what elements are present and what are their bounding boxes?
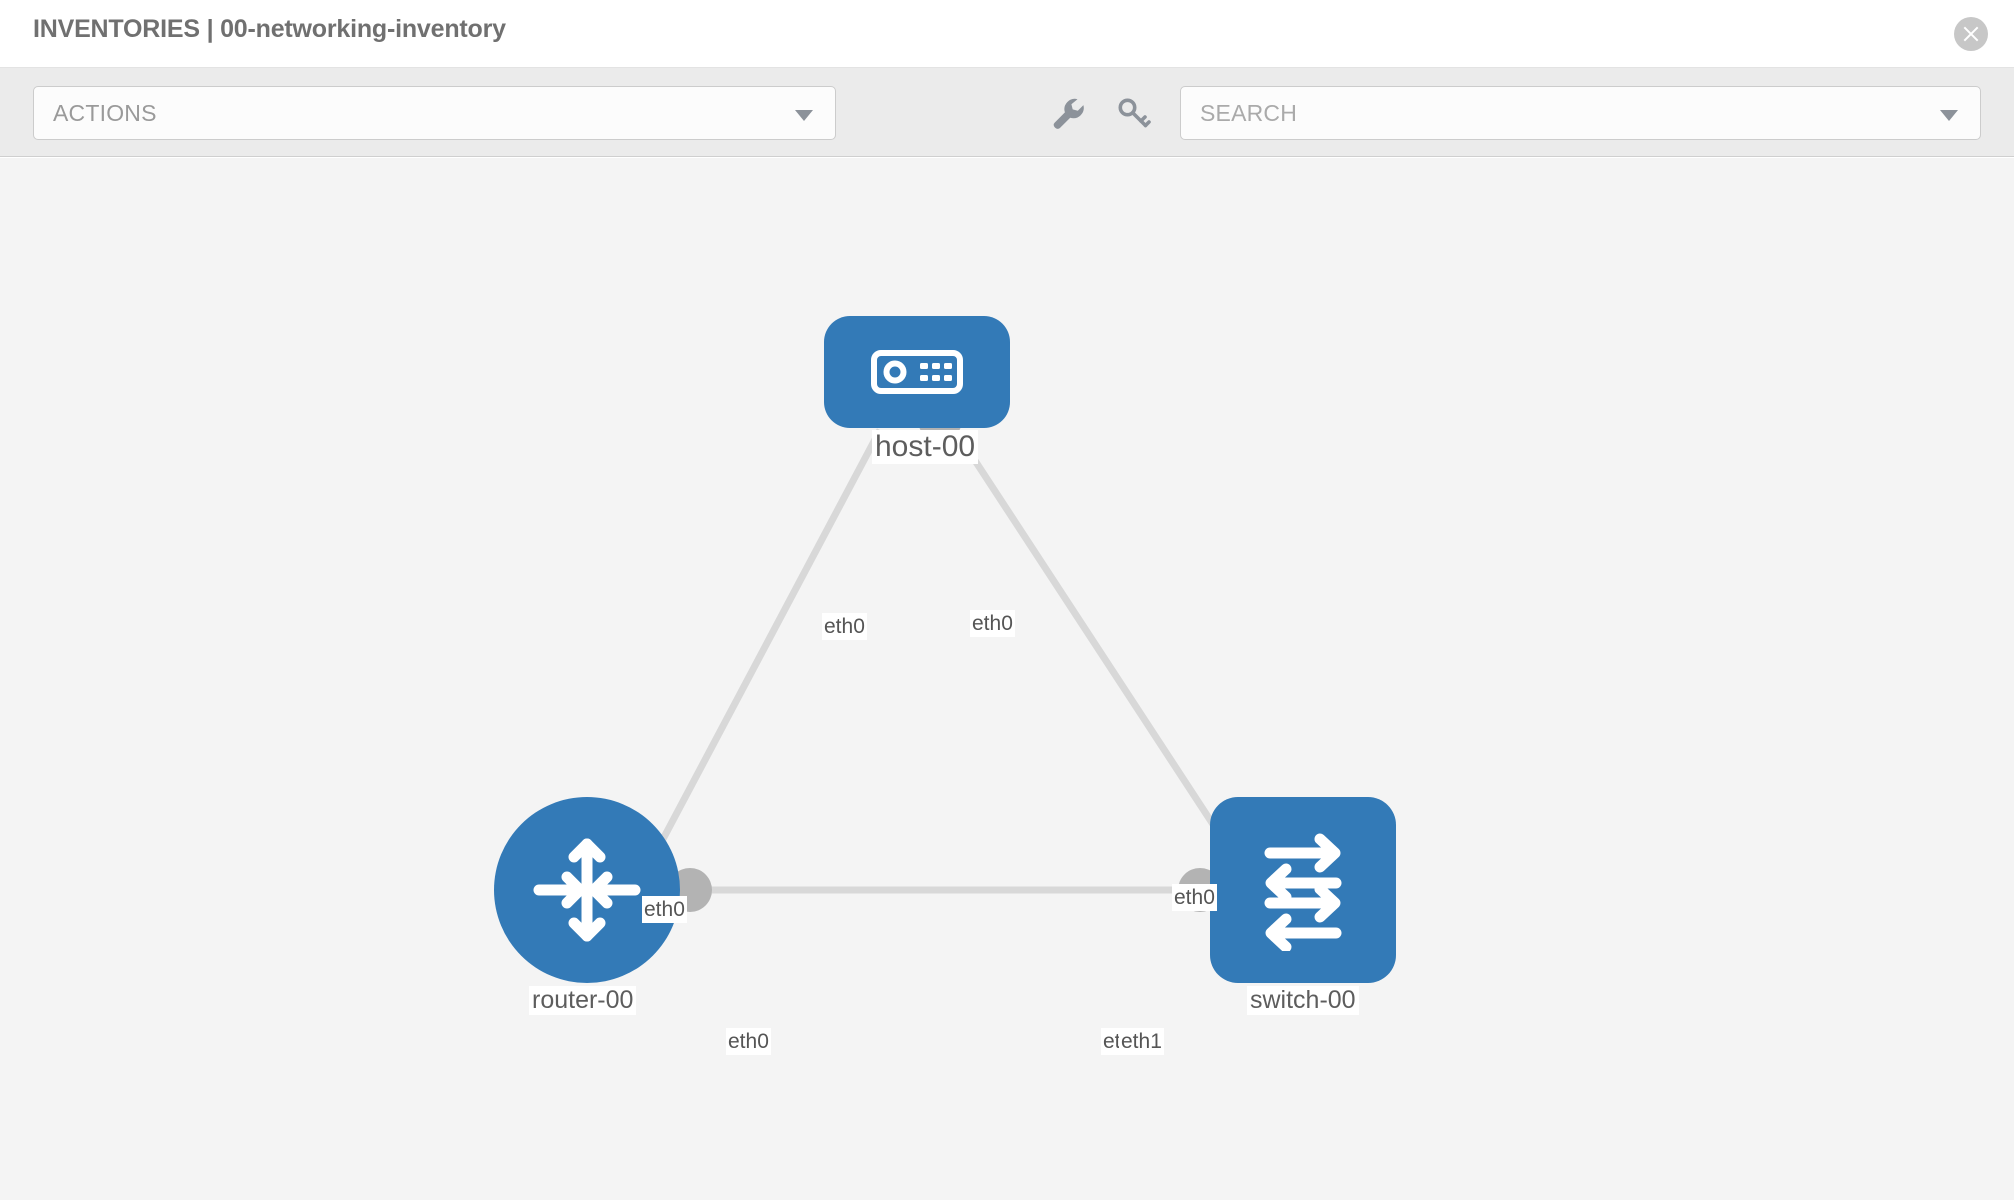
topology-canvas[interactable]: host-00 (0, 158, 2014, 1200)
link-host-switch (952, 428, 1238, 860)
topology-node-router-00[interactable]: router-00 (494, 797, 680, 1015)
interface-label-switch-midlink-over: eth1 (1119, 1028, 1164, 1055)
router-arrows-icon (533, 838, 641, 942)
switch-node-shape (1210, 797, 1396, 983)
topology-links (641, 398, 1262, 912)
interface-label-switch-uplink: eth0 (1172, 884, 1217, 911)
chevron-down-icon (795, 110, 813, 121)
switch-arrows-icon (1264, 833, 1342, 951)
page-header: INVENTORIES | 00-networking-inventory (0, 0, 2014, 68)
server-icon (871, 350, 963, 394)
key-icon[interactable] (1114, 93, 1154, 133)
topology-node-host-00[interactable]: host-00 (824, 316, 1010, 464)
switch-node-label: switch-00 (1247, 986, 1359, 1015)
page-title: INVENTORIES | 00-networking-inventory (33, 15, 506, 43)
interface-label-host-left: eth0 (822, 613, 867, 640)
actions-dropdown-label: ACTIONS (53, 100, 157, 126)
host-node-shape (824, 316, 1010, 428)
topology-node-switch-00[interactable]: switch-00 (1210, 797, 1396, 1015)
actions-dropdown[interactable]: ACTIONS (33, 86, 836, 140)
search-input[interactable]: SEARCH (1180, 86, 1981, 140)
interface-label-host-right: eth0 (970, 610, 1015, 637)
router-node-label: router-00 (529, 986, 637, 1015)
close-icon[interactable] (1954, 17, 1988, 51)
chevron-down-icon (1940, 110, 1958, 121)
interface-label-router-uplink: eth0 (642, 896, 687, 923)
interface-label-router-midlink: eth0 (726, 1028, 771, 1055)
router-node-shape (494, 797, 680, 983)
wrench-icon[interactable] (1047, 93, 1087, 133)
host-node-label: host-00 (872, 430, 979, 464)
link-host-router (641, 428, 884, 875)
search-placeholder: SEARCH (1200, 100, 1298, 126)
